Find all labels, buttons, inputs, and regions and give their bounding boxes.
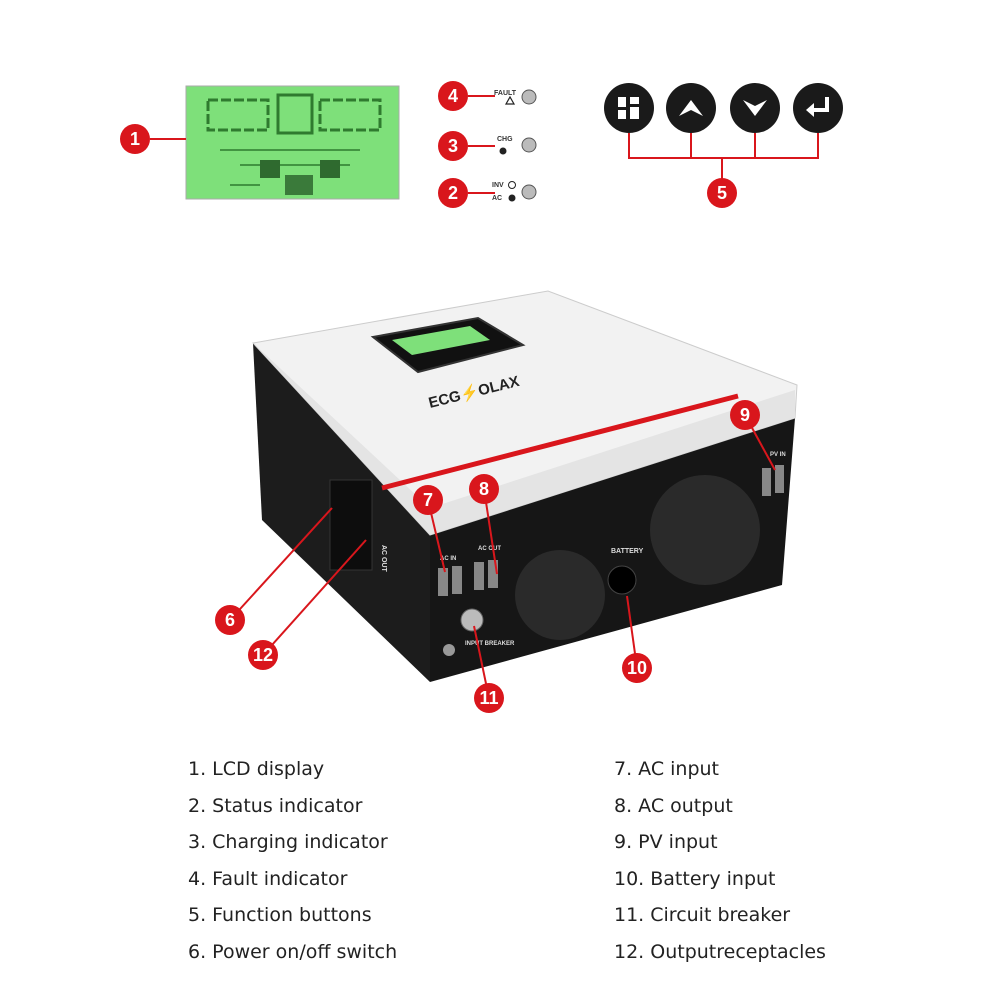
legend-item: 12. Outputreceptacles: [614, 940, 826, 963]
power-switch-panel: [329, 479, 373, 571]
svg-text:4: 4: [448, 86, 458, 106]
ac-in-label: AC IN: [440, 556, 456, 562]
legend-item: 9. PV input: [614, 831, 718, 854]
legend-item: 2. Status indicator: [188, 794, 363, 817]
fault-led: [521, 89, 537, 105]
breaker: [460, 608, 484, 632]
legend-item: 5. Function buttons: [188, 904, 372, 927]
warning-icon: [504, 95, 516, 105]
legend-item: 3. Charging indicator: [188, 831, 388, 854]
svg-text:9: 9: [740, 405, 750, 425]
fault-label: FAULT: [494, 90, 517, 97]
sun-outline-icon: [508, 181, 516, 189]
menu-icon[interactable]: [604, 83, 654, 133]
callout-2: 2: [438, 178, 468, 208]
legend-right: 7. AC input 8. AC output 9. PV input 10.…: [614, 751, 826, 971]
svg-text:5: 5: [717, 183, 727, 203]
svg-text:11: 11: [479, 688, 498, 708]
callout-4: 4: [438, 81, 468, 111]
battery-label: BATTERY: [611, 548, 644, 555]
sun-icon: [508, 194, 516, 202]
indicators: FAULT CHG INV AC: [468, 89, 537, 202]
fan-grille: [515, 550, 605, 640]
legend-item: 10. Battery input: [614, 867, 776, 890]
legend-item: 7. AC input: [614, 758, 720, 780]
svg-text:8: 8: [479, 479, 489, 499]
svg-text:3: 3: [448, 136, 458, 156]
down-icon[interactable]: [730, 83, 780, 133]
callout-7: 7: [413, 485, 443, 515]
svg-text:2: 2: [448, 183, 458, 203]
up-icon[interactable]: [666, 83, 716, 133]
status-led: [521, 184, 537, 200]
legend-item: 6. Power on/off switch: [188, 940, 398, 963]
callout-8: 8: [469, 474, 499, 504]
legend-left: 1. LCD display 2. Status indicator 3. Ch…: [188, 751, 397, 971]
svg-text:7: 7: [423, 490, 433, 510]
callout-12: 12: [248, 640, 278, 670]
svg-text:10: 10: [627, 658, 647, 678]
ground-screw: [443, 644, 455, 656]
function-buttons: [604, 83, 843, 180]
inv-label: INV: [492, 182, 504, 189]
fan-grille: [650, 475, 760, 585]
battery-port: [607, 565, 637, 595]
side-label: AC OUT: [380, 545, 387, 573]
svg-text:1: 1: [130, 129, 140, 149]
chg-led: [521, 137, 537, 153]
legend-item: 11. Circuit breaker: [614, 904, 791, 927]
pv-in-label: PV IN: [770, 452, 786, 458]
chg-label: CHG: [497, 136, 513, 143]
legend-item: 4. Fault indicator: [188, 867, 348, 890]
enter-icon[interactable]: [793, 83, 843, 133]
lcd-display: [185, 85, 400, 200]
callout-5: 5: [707, 178, 737, 208]
callout-11: 11: [474, 683, 504, 713]
ac-label: AC: [492, 195, 502, 202]
callout-9: 9: [730, 400, 760, 430]
inverter-device: ECG⚡OLAX BATTERY AC IN AC OUT PV IN INPU…: [252, 290, 798, 682]
callout-10: 10: [622, 653, 652, 683]
legend-item: 1. LCD display: [188, 758, 325, 780]
svg-text:6: 6: [225, 610, 235, 630]
callout-3: 3: [438, 131, 468, 161]
ac-out-label: AC OUT: [478, 546, 501, 552]
breaker-label: INPUT BREAKER: [465, 641, 515, 647]
svg-text:12: 12: [253, 645, 273, 665]
callout-1: 1: [120, 124, 150, 154]
callout-6: 6: [215, 605, 245, 635]
callouts: 1 2 3 4 5 6 7 8 9 10 11 12: [120, 81, 760, 713]
sun-icon: [499, 147, 507, 155]
legend-item: 8. AC output: [614, 794, 733, 817]
